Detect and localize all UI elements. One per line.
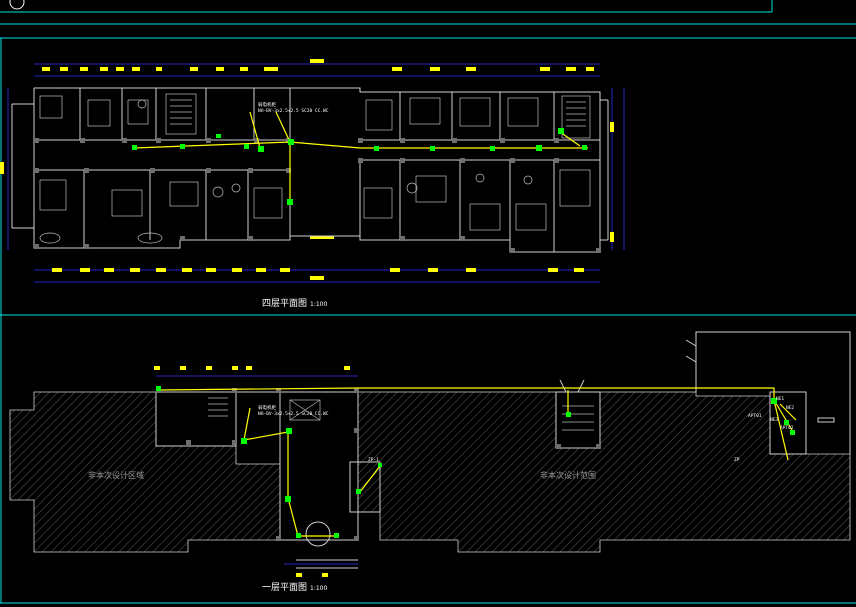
cabinet-label-ne1: NE1 [776, 397, 785, 402]
dimension-lines-1f [156, 375, 358, 565]
columns-4f [34, 138, 601, 253]
fourth-floor-annotation-2: NH-BV-3x2.5+2.5 SC20 CC.WC [258, 109, 329, 114]
walls-1f [155, 331, 851, 569]
furniture-4f [39, 93, 591, 244]
cable-route-4f [133, 111, 588, 202]
fourth-floor-title-text: 四层平面图 [262, 299, 308, 309]
first-floor-title-text: 一层平面图 [262, 583, 308, 593]
cabinet-label-apt02: APT02 [780, 426, 794, 431]
hatched-area-left [9, 391, 281, 553]
cabinet-label-ne3: NE3 [770, 418, 779, 423]
first-floor-plan [9, 331, 851, 577]
first-floor-annotation-2: NH-BV-3x2.5+2.5 SC20 CC.WC [258, 412, 329, 417]
cabinet-label-apt01: APT01 [748, 414, 762, 419]
zone-label-left: 非本次设计区域 [88, 471, 144, 480]
grid-tags-4f [0, 59, 614, 280]
fourth-floor-scale: 1:100 [310, 301, 328, 308]
bottom-note: ZP [734, 458, 740, 463]
cable-route-1f [157, 387, 797, 537]
first-floor-scale: 1:100 [310, 585, 328, 592]
zone-label-right: 非本次设计范围 [540, 471, 596, 480]
origin-circle-icon [9, 0, 25, 10]
cabinet-label-ne2: NE2 [786, 406, 795, 411]
side-label-zp1: ZP-1 [368, 458, 379, 463]
fourth-floor-plan [0, 59, 625, 283]
columns-1f [156, 388, 601, 541]
first-floor-annotation-1: 弱电机柜 [258, 406, 276, 411]
hatched-area-right [357, 391, 851, 553]
grid-tags-1f [154, 366, 350, 577]
stairs-1f [208, 397, 594, 431]
dimension-lines-4f [7, 63, 625, 283]
walls-4f [11, 87, 609, 253]
devices-1f [156, 386, 795, 538]
devices-4f [132, 128, 587, 205]
fourth-floor-annotation-1: 弱电机柜 [258, 103, 276, 108]
